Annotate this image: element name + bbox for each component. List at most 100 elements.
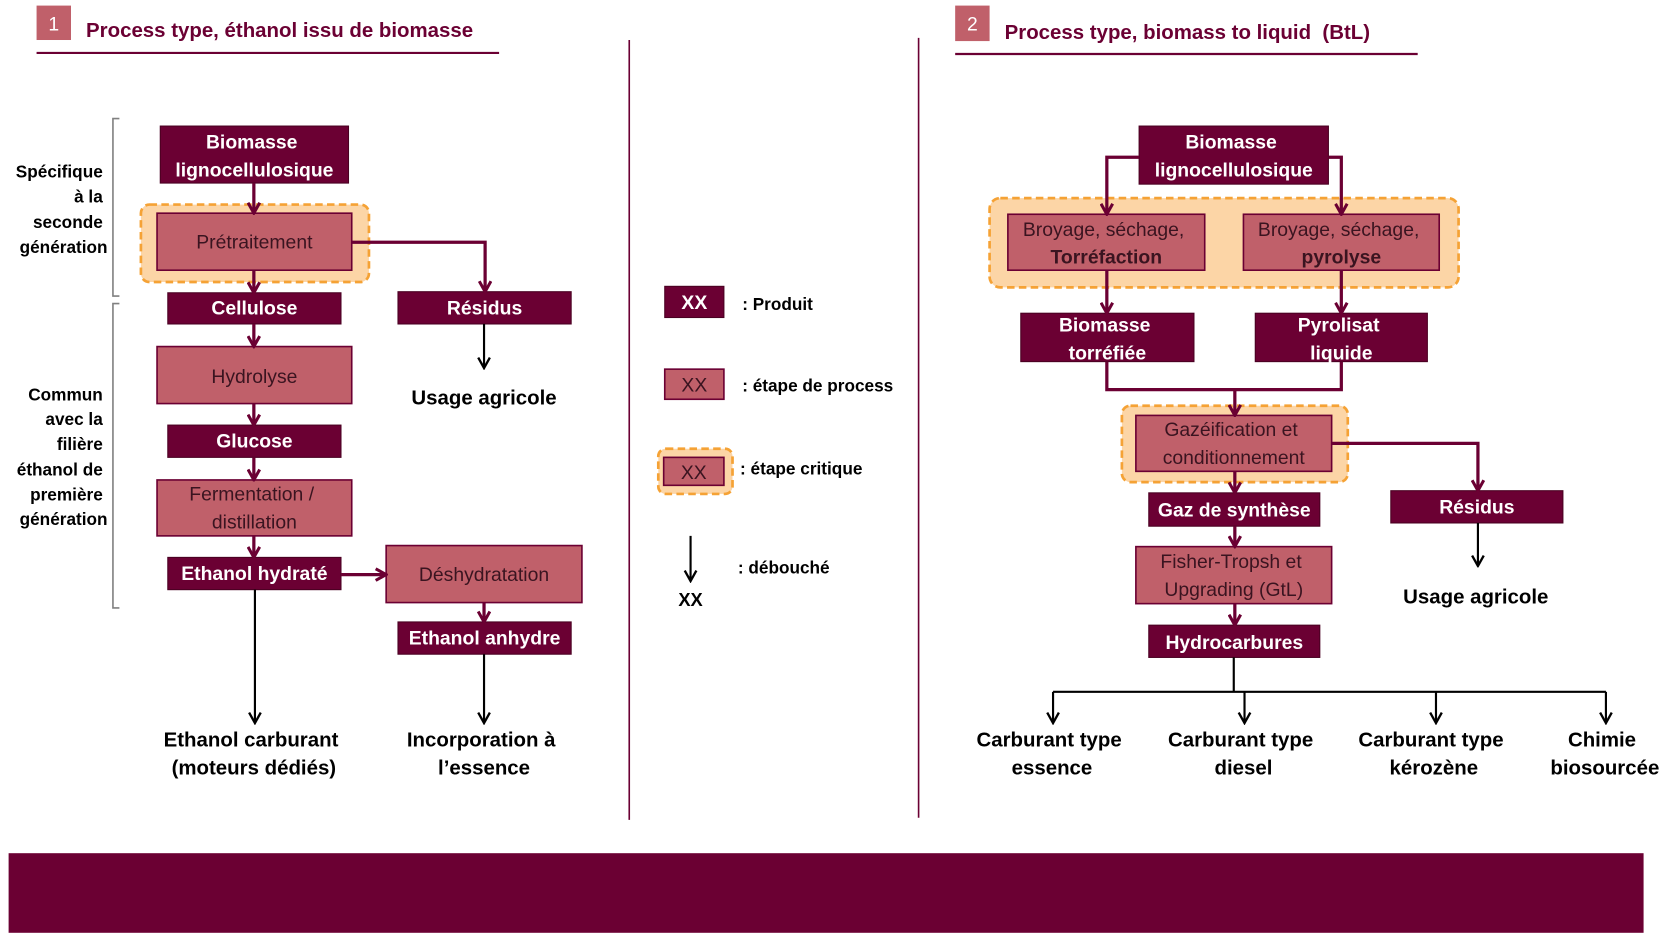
arrow-pretraitement-to-residus bbox=[351, 240, 485, 291]
left-node-biomasse: Biomasse lignocellulosique bbox=[159, 125, 350, 184]
bracket-common-line: première bbox=[30, 484, 103, 504]
label-line: Upgrading (GtL) bbox=[1164, 579, 1303, 601]
left-node-biomasse-label: Biomasse lignocellulosique bbox=[175, 132, 333, 182]
left-node-biomasse-box bbox=[159, 125, 350, 184]
label-line: distillation bbox=[212, 511, 297, 533]
bracket-common-label: Commun avec la filière éthanol de premiè… bbox=[17, 384, 108, 529]
left-node-glucose-label: Glucose bbox=[216, 431, 293, 453]
right-node-gaz-synthese-label: Gaz de synthèse bbox=[1158, 500, 1311, 522]
right-node-residus: Résidus bbox=[1390, 490, 1564, 524]
right-node-hydrocarbures-label: Hydrocarbures bbox=[1165, 632, 1303, 654]
left-node-hydrolyse-label: Hydrolyse bbox=[211, 366, 297, 388]
left-node-deshydratation-box bbox=[385, 544, 583, 604]
left-node-ethanol-anhydre: Ethanol anhydre bbox=[397, 621, 572, 655]
left-node-cellulose: Cellulose bbox=[167, 292, 342, 325]
legend-critical-label: : étape critique bbox=[740, 459, 862, 479]
left-node-hydrolyse: Hydrolyse bbox=[156, 345, 353, 405]
label-line: biosourcée bbox=[1550, 758, 1659, 780]
left-node-pretraitement-box bbox=[156, 212, 353, 272]
right-node-gaz-synthese: Gaz de synthèse bbox=[1148, 492, 1321, 527]
legend-critical-swatch-text: XX bbox=[681, 462, 707, 484]
bracket-common-line: avec la bbox=[45, 409, 103, 429]
arrow-gazeification-to-residus bbox=[1331, 441, 1478, 490]
left-title: Process type, éthanol issu de biomasse bbox=[86, 20, 473, 42]
right-node-residus-box bbox=[1390, 490, 1564, 524]
label-line: Ethanol carburant bbox=[164, 730, 339, 752]
label-line: Biomasse bbox=[1059, 315, 1151, 337]
right-node-pyrolisat: Pyrolisat liquide bbox=[1254, 312, 1428, 365]
legend: XX : Produit XX : étape de process XX : … bbox=[656, 285, 893, 610]
right-node-fischer-tropsch-label: Fisher-Tropsh et Upgrading (GtL) bbox=[1160, 551, 1307, 601]
left-node-ethanol-hydrate-box bbox=[167, 556, 342, 591]
left-badge-number: 1 bbox=[48, 13, 59, 35]
left-node-cellulose-label: Cellulose bbox=[211, 297, 297, 319]
label-line: essence bbox=[1012, 758, 1093, 780]
right-node-fischer-tropsch: Fisher-Tropsh et Upgrading (GtL) bbox=[1135, 545, 1333, 605]
label-line: Fisher-Tropsh et bbox=[1160, 551, 1302, 573]
label-line: Carburant type bbox=[977, 730, 1122, 752]
label-line: Pyrolisat bbox=[1298, 315, 1380, 337]
label-line: Chimie bbox=[1568, 730, 1636, 752]
legend-outlet-label: : débouché bbox=[738, 558, 830, 578]
label-line: diesel bbox=[1214, 758, 1272, 780]
bracket-common-line: Commun bbox=[28, 384, 103, 404]
right-node-pyrolisat-box bbox=[1254, 312, 1428, 363]
right-node-gazeification-label: Gazéification et conditionnement bbox=[1163, 419, 1306, 469]
right-outlet-essence: Carburant type essence bbox=[977, 730, 1128, 780]
bracket-common-line: éthanol de bbox=[17, 460, 103, 480]
label-line: Gazéification et bbox=[1164, 419, 1298, 441]
right-node-biomasse-box bbox=[1138, 125, 1329, 185]
footer-band bbox=[8, 853, 1644, 933]
bracket-common bbox=[112, 302, 120, 609]
right-node-biomasse-label: Biomasse lignocellulosique bbox=[1155, 132, 1313, 182]
label-line: conditionnement bbox=[1163, 447, 1306, 469]
left-node-glucose-box bbox=[167, 424, 342, 458]
right-outlet-chimie: Chimie biosourcée bbox=[1550, 730, 1659, 780]
right-node-gazeification: Gazéification et conditionnement bbox=[1135, 414, 1333, 473]
label-line: Broyage, séchage, bbox=[1023, 219, 1184, 241]
label-line: liquide bbox=[1310, 342, 1373, 364]
right-node-gaz-synthese-box bbox=[1148, 492, 1321, 527]
bracket-common-line: filière bbox=[57, 434, 103, 454]
right-outlet-usage-agricole: Usage agricole bbox=[1403, 587, 1548, 609]
label-line: kérozène bbox=[1390, 758, 1479, 780]
label-line: Carburant type bbox=[1168, 730, 1313, 752]
left-node-pretraitement-label: Prétraitement bbox=[196, 232, 313, 254]
label-line: Incorporation à bbox=[407, 730, 556, 752]
right-node-biomasse: Biomasse lignocellulosique bbox=[1138, 125, 1329, 185]
right-node-broyage-torrefaction-label: Broyage, séchage, Torréfaction bbox=[1023, 219, 1190, 269]
bracket-specific-line: Spécifique bbox=[16, 162, 103, 182]
bracket-specific-line: à la bbox=[74, 186, 103, 206]
label-line: Broyage, séchage, bbox=[1258, 219, 1419, 241]
right-panel-header: 2 Process type, biomass to liquid (BtL) bbox=[955, 5, 1418, 56]
left-node-residus-box bbox=[397, 291, 572, 325]
left-node-ethanol-hydrate: Ethanol hydraté bbox=[167, 556, 342, 591]
right-outlet-diesel: Carburant type diesel bbox=[1168, 730, 1319, 780]
right-node-residus-label: Résidus bbox=[1439, 496, 1514, 518]
bracket-specific-line: seconde bbox=[33, 212, 103, 232]
right-outlet-kerozene: Carburant type kérozène bbox=[1358, 730, 1509, 780]
left-node-fermentation-label: Fermentation / distillation bbox=[189, 483, 319, 533]
right-node-broyage-pyrolyse: Broyage, séchage, pyrolyse bbox=[1242, 213, 1441, 272]
label-line: l’essence bbox=[438, 758, 530, 780]
right-title: Process type, biomass to liquid (BtL) bbox=[1005, 22, 1370, 44]
left-badge bbox=[36, 5, 71, 41]
legend-critical-swatch bbox=[662, 456, 725, 487]
right-node-pyrolisat-label: Pyrolisat liquide bbox=[1298, 315, 1385, 365]
arrow-biomasse-to-broyage-torrefaction bbox=[1107, 155, 1140, 214]
label-line: lignocellulosique bbox=[175, 160, 333, 182]
right-node-biomasse-torrefiee: Biomasse torréfiée bbox=[1020, 312, 1195, 364]
label-line: Torréfaction bbox=[1051, 247, 1163, 269]
right-node-broyage-pyrolyse-label: Broyage, séchage, pyrolyse bbox=[1258, 219, 1425, 269]
legend-process-swatch bbox=[663, 368, 725, 401]
left-node-pretraitement: Prétraitement bbox=[156, 212, 353, 272]
left-node-deshydratation: Déshydratation bbox=[385, 544, 583, 604]
left-node-residus: Résidus bbox=[397, 291, 572, 325]
left-outlet-ethanol-carburant: Ethanol carburant (moteurs dédiés) bbox=[164, 730, 344, 780]
arrow-biomasse-to-broyage-pyrolyse bbox=[1328, 155, 1341, 214]
label-line: Fermentation / bbox=[189, 483, 314, 505]
label-line: Biomasse bbox=[206, 132, 298, 154]
label-line: Carburant type bbox=[1358, 730, 1503, 752]
bracket-specific bbox=[112, 117, 120, 297]
